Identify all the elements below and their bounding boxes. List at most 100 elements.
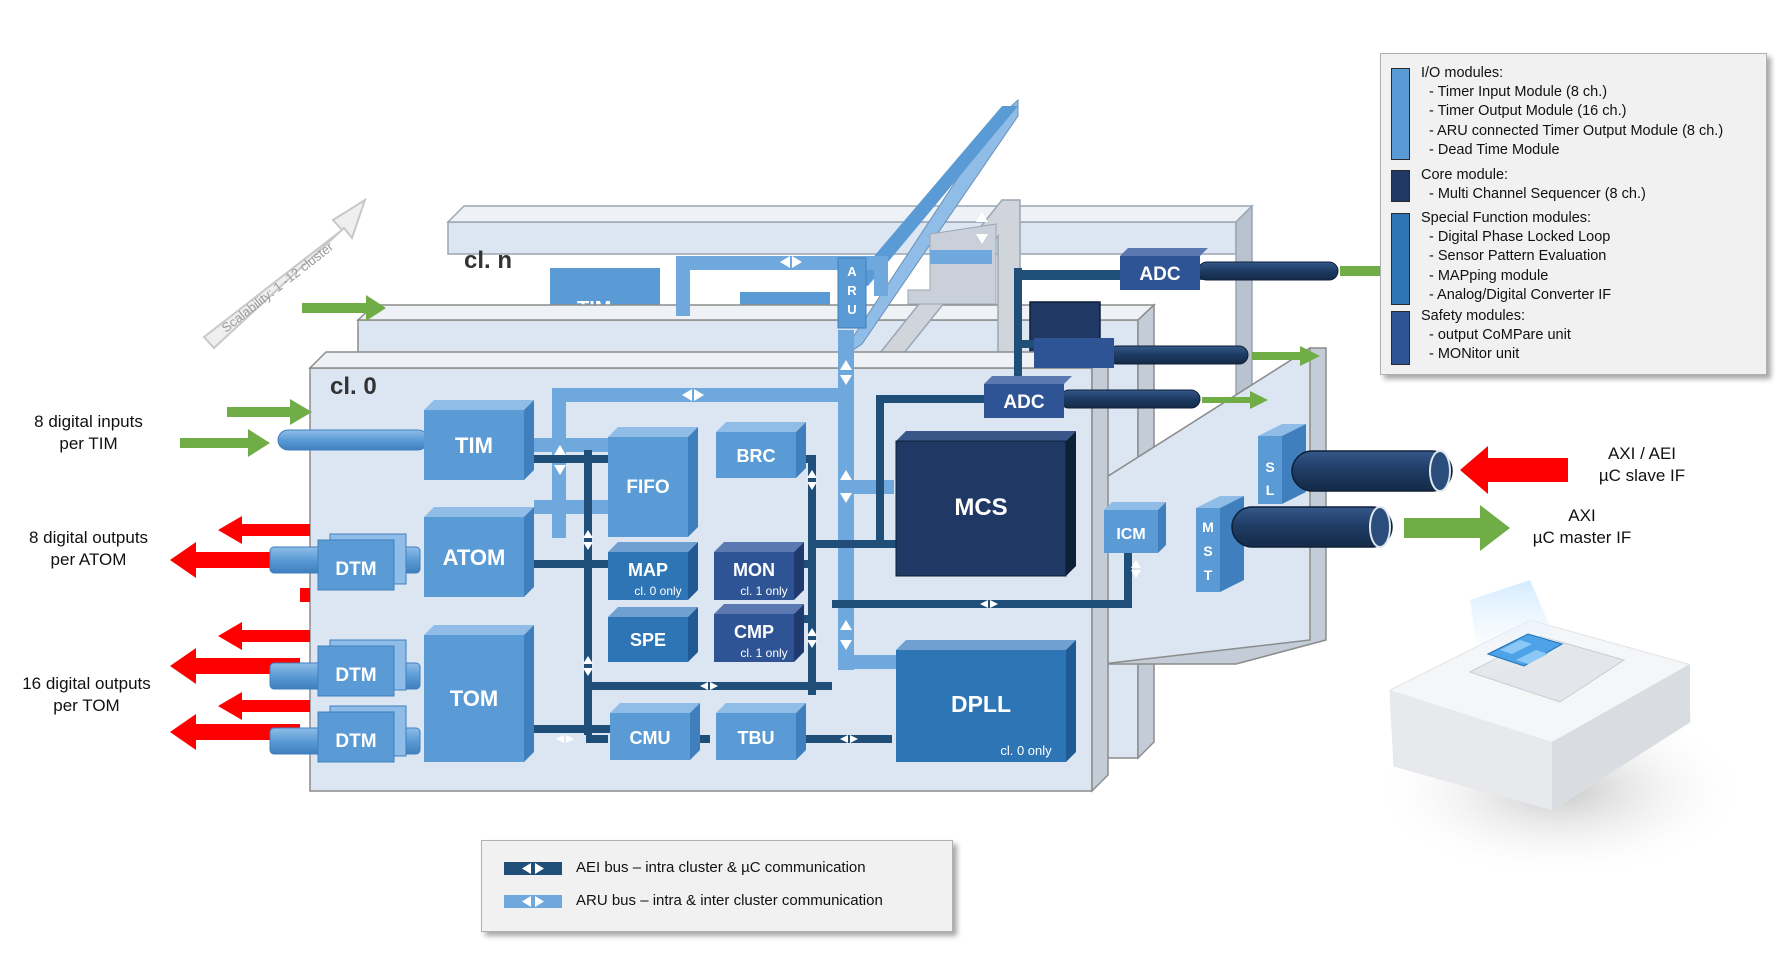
fifo-module[interactable]: FIFO [608, 427, 698, 537]
legend-io-item-1: - Timer Input Module (8 ch.) [1429, 84, 1608, 101]
dtm-atom-label: DTM [335, 559, 376, 580]
aru-bus-symbol [504, 895, 562, 908]
aru-letter-3: U [847, 302, 856, 317]
mon-label: MON [733, 560, 775, 580]
icm-module[interactable]: ICM [1104, 502, 1166, 553]
aru-module[interactable]: A R U [837, 257, 867, 329]
output-arrows [170, 446, 1568, 750]
map-note: cl. 0 only [634, 584, 681, 598]
cluster-n-title: cl. n [464, 247, 512, 274]
legend-io-heading: I/O modules: [1421, 65, 1504, 81]
tom-label: TOM [450, 686, 498, 711]
spe-label: SPE [630, 630, 666, 650]
fifo-label: FIFO [626, 477, 669, 498]
dtm-tom-2-label: DTM [335, 731, 376, 752]
legend-core-item-1: - Multi Channel Sequencer (8 ch.) [1429, 186, 1646, 203]
tbu-module[interactable]: TBU [716, 703, 806, 760]
legend-safety-item-1: - output CoMPare unit [1429, 327, 1571, 344]
scalability-label: Scalability: 1 -12 cluster [219, 239, 337, 336]
cluster-0-title: cl. 0 [330, 373, 377, 400]
master-if-line-2: µC master IF [1532, 528, 1632, 547]
mcs-label: MCS [954, 494, 1007, 521]
legend-io-item-2: - Timer Output Module (16 ch.) [1429, 103, 1627, 120]
legend-safety-heading: Safety modules: [1421, 308, 1525, 324]
output-atom-label: 8 digital outputs per ATOM [6, 527, 171, 571]
legend-special-item-1: - Digital Phase Locked Loop [1429, 229, 1611, 246]
legend-swatch-io [1391, 68, 1410, 160]
master-if-line-1: AXI [1568, 506, 1596, 525]
cmp-module[interactable]: CMP cl. 1 only [714, 604, 804, 662]
mst-letter-1: M [1202, 519, 1214, 535]
aru-bus-label: ARU bus – intra & inter cluster communic… [576, 892, 883, 909]
aei-bus-left-vertical [584, 450, 592, 735]
aei-bus-symbol [504, 862, 562, 875]
master-if-cylinder [1231, 506, 1393, 548]
sl-letter-2: L [1266, 482, 1275, 498]
mcs-module[interactable]: MCS [895, 431, 1076, 577]
dtm-tom-1-label: DTM [335, 665, 376, 686]
mst-letter-3: T [1204, 567, 1213, 583]
aei-bus-mid-vertical [808, 455, 816, 695]
legend-special-item-2: - Sensor Pattern Evaluation [1429, 248, 1607, 265]
bus-legend: AEI bus – intra cluster & µC communicati… [481, 840, 953, 932]
dpll-module[interactable]: DPLL cl. 0 only [896, 640, 1076, 762]
atom-module[interactable]: ATOM [424, 507, 534, 597]
output-tom-label: 16 digital outputs per TOM [4, 673, 169, 717]
legend-io-item-3: - ARU connected Timer Output Module (8 c… [1429, 122, 1724, 139]
slave-if-arrow [1460, 446, 1568, 494]
map-module[interactable]: MAP cl. 0 only [608, 542, 698, 600]
adc-front-label: ADC [1003, 392, 1044, 413]
chip-illustration [1370, 580, 1750, 880]
adc-back-label: ADC [1139, 264, 1180, 285]
legend-swatch-safety [1391, 311, 1410, 365]
dpll-label: DPLL [951, 691, 1011, 717]
mon-module[interactable]: MON cl. 1 only [714, 542, 804, 600]
atom-label: ATOM [443, 545, 506, 570]
cmu-module[interactable]: CMU [610, 703, 700, 760]
dtm-atom[interactable]: DTM [269, 533, 421, 591]
input-arrows [180, 266, 1510, 551]
aru-letter-1: A [847, 264, 857, 279]
legend-special-heading: Special Function modules: [1421, 210, 1592, 226]
sl-letter-1: S [1265, 459, 1274, 475]
master-if-label: AXI µC master IF [1512, 505, 1652, 549]
cmu-label: CMU [630, 728, 671, 748]
brc-label: BRC [737, 446, 776, 466]
legend-io-item-4: - Dead Time Module [1429, 141, 1560, 158]
legend-swatch-core [1391, 170, 1410, 202]
master-if-arrow [1404, 505, 1510, 551]
mst-module[interactable]: M S T [1196, 496, 1244, 592]
dtm-tom-2[interactable]: DTM [269, 705, 421, 763]
tim-module[interactable]: TIM [277, 400, 534, 480]
cmp-note: cl. 1 only [740, 646, 787, 660]
spe-module[interactable]: SPE [608, 607, 698, 662]
slave-if-cylinder [1291, 450, 1453, 492]
map-label: MAP [628, 560, 668, 580]
mon-note: cl. 1 only [740, 584, 787, 598]
brc-module[interactable]: BRC [716, 422, 806, 478]
dpll-note: cl. 0 only [1000, 743, 1052, 758]
output-atom-line-1: 8 digital outputs [28, 528, 149, 547]
slave-if-line-1: AXI / AEI [1607, 444, 1677, 463]
output-tom-line-2: per TOM [53, 696, 120, 715]
adc-module-back[interactable]: ADC [1120, 248, 1339, 290]
tim-block-back [550, 268, 660, 308]
mst-letter-2: S [1203, 543, 1212, 559]
output-tom-line-1: 16 digital outputs [22, 674, 151, 693]
icm-label: ICM [1116, 526, 1145, 543]
tim-label: TIM [455, 433, 493, 458]
adc-module-front[interactable]: ADC [984, 376, 1201, 418]
aru-letter-2: R [847, 283, 857, 298]
tbu-label: TBU [738, 728, 775, 748]
input-tim-line-2: per TIM [59, 434, 118, 453]
module-legend: I/O modules: - Timer Input Module (8 ch.… [1380, 53, 1767, 375]
scalability-arrow: Scalability: 1 -12 cluster [202, 197, 367, 350]
aei-bus-label: AEI bus – intra cluster & µC communicati… [576, 859, 866, 876]
slave-if-label: AXI / AEI µC slave IF [1572, 443, 1712, 487]
dtm-tom-1[interactable]: DTM [269, 639, 421, 697]
bus-arrow-markers [554, 212, 1141, 743]
legend-swatch-special [1391, 213, 1410, 305]
tom-module[interactable]: TOM [424, 625, 534, 762]
